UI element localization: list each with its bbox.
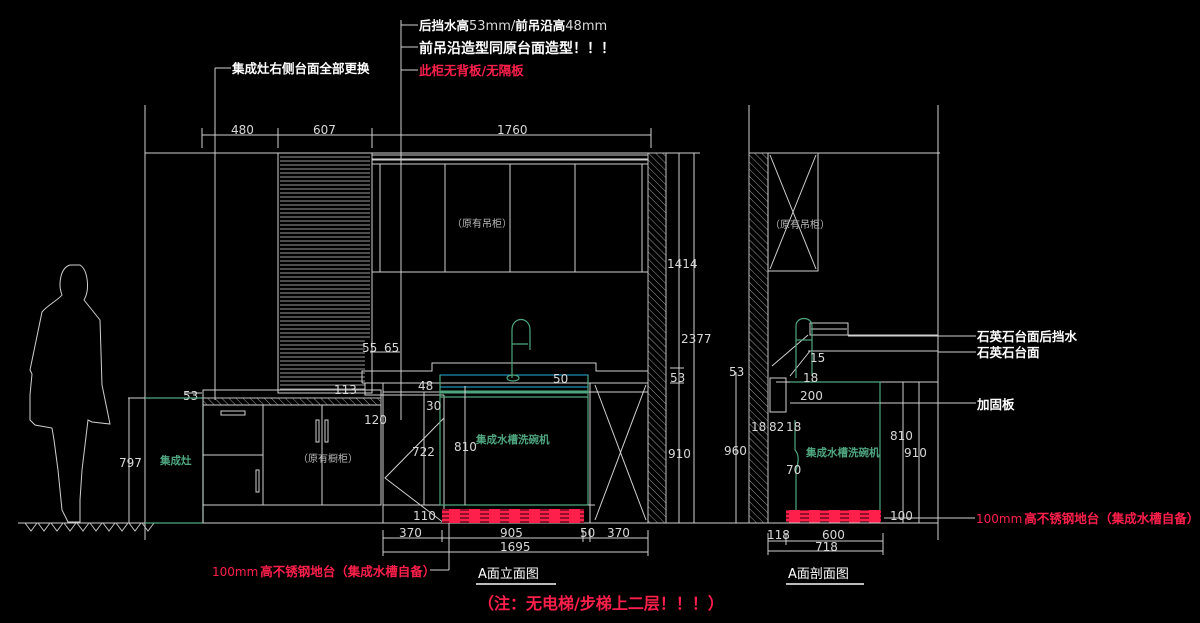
section-countertop (771, 322, 938, 404)
floor-hatch-mark (89, 522, 103, 532)
section-dim-82: 82 (769, 420, 784, 434)
section-dim-810: 810 (890, 429, 913, 443)
inner-dim-lines (370, 351, 466, 505)
dim-50-top: 50 (553, 372, 568, 386)
label-existing-wall-cabinet: （原有吊柜） (452, 217, 512, 230)
floor-hatch (24, 522, 155, 532)
note-front-edge-style: 前吊沿造型同原台面造型！！！ (419, 40, 615, 57)
dim-1695: 1695 (500, 540, 531, 554)
floor-hatch-mark (115, 522, 129, 532)
section-dim-15: 15 (810, 351, 825, 365)
wall-hatch-elevation (647, 152, 667, 524)
label-existing-base-cabinet: （原有橱柜） (298, 452, 358, 465)
section-dim-910: 910 (904, 446, 927, 460)
section-dim-18a: 18 (751, 420, 766, 434)
dim-53-left: 53 (183, 389, 198, 403)
left-note-leader (214, 67, 231, 400)
dim-810: 810 (454, 440, 477, 454)
dim-607: 607 (313, 123, 336, 137)
section-callout-leaders (848, 335, 976, 519)
tall-panel (277, 152, 373, 394)
floor-hatch-mark (141, 522, 155, 532)
note-replace-countertop: 集成灶右侧台面全部更换 (231, 61, 370, 76)
section-sink-unit (790, 317, 881, 510)
section-wall (748, 105, 940, 540)
dim-113: 113 (334, 383, 357, 397)
floor-hatch-mark (76, 522, 90, 532)
section-dim-600: 600 (822, 528, 845, 542)
dim-1414: 1414 (667, 257, 698, 271)
dim-480: 480 (231, 123, 254, 137)
section-wall-cabinet (767, 152, 819, 272)
section-dim-200: 200 (800, 389, 823, 403)
section-dim-960: 960 (724, 444, 747, 458)
section-dim-lines (735, 372, 920, 555)
countertop-step (361, 362, 648, 524)
section-dim-70: 70 (786, 463, 801, 477)
section-dim-53: 53 (729, 365, 744, 379)
base-cabinet (202, 389, 382, 523)
dim-53-right: 53 (670, 371, 685, 385)
section-reinforcement-box (769, 377, 787, 413)
dim-50-bottom: 50 (580, 526, 595, 540)
floor-hatch-mark (128, 522, 142, 532)
floor-hatch-mark (37, 522, 51, 532)
callout-quartz-top: 石英石台面 (976, 345, 1040, 360)
dim-370-left: 370 (399, 526, 422, 540)
section-faucet-icon (795, 317, 813, 378)
label-section-wall-cabinet: （原有吊柜） (770, 218, 830, 231)
section-dim-18b: 18 (786, 420, 801, 434)
faucet-icon (511, 318, 531, 378)
bottom-dimension-chain (382, 523, 649, 571)
label-section-sink-dishwasher: 集成水槽洗碗机 (805, 446, 880, 459)
title-a-section: A面剖面图 (788, 567, 849, 582)
wall-cabinet-elevation (371, 154, 649, 273)
dim-65: 65 (384, 341, 399, 355)
dim-110: 110 (413, 509, 436, 523)
section-dim-118: 118 (767, 528, 790, 542)
footer-note: （注：无电梯/步梯上二层！！！） (478, 594, 724, 613)
dim-30: 30 (426, 399, 441, 413)
top-notes-leader (400, 20, 418, 420)
stainless-platform-elevation (442, 509, 584, 523)
dim-905: 905 (500, 526, 523, 540)
callout-reinforcement: 加固板 (976, 397, 1015, 412)
dim-55: 55 (362, 341, 377, 355)
dim-1760: 1760 (497, 123, 528, 137)
right-end-cabinet (588, 382, 649, 524)
right-dim-lines (666, 152, 700, 523)
faucet-base (506, 374, 520, 382)
floor-hatch-mark (102, 522, 116, 532)
section-dim-100: 100 (890, 509, 913, 523)
stainless-platform-section (786, 510, 881, 523)
section-dim-18-top: 18 (803, 371, 818, 385)
dim-48: 48 (418, 379, 433, 393)
dim-2377: 2377 (681, 332, 712, 346)
dim-910-right: 910 (668, 447, 691, 461)
callout-backsplash: 石英石台面后挡水 (976, 329, 1078, 344)
label-sink-dishwasher: 集成水槽洗碗机 (475, 433, 550, 446)
note-no-back-panel: 此柜无背板/无隔板 (419, 63, 524, 78)
title-a-elevation: A面立面图 (478, 567, 539, 582)
top-dimension-chain (144, 105, 655, 540)
person-silhouette (29, 264, 111, 523)
left-dims (128, 392, 202, 523)
floor-hatch-mark (24, 522, 38, 532)
label-integrated-stove: 集成灶 (159, 454, 192, 467)
dim-120: 120 (364, 413, 387, 427)
dim-797: 797 (119, 456, 142, 470)
section-dim-718: 718 (815, 540, 838, 554)
floor-hatch-mark (50, 522, 64, 532)
dim-722: 722 (412, 445, 435, 459)
dim-370-right: 370 (607, 526, 630, 540)
note-backsplash-height: 后挡水高53mm/前吊沿高48mm (419, 18, 607, 34)
floor-hatch-mark (63, 522, 77, 532)
